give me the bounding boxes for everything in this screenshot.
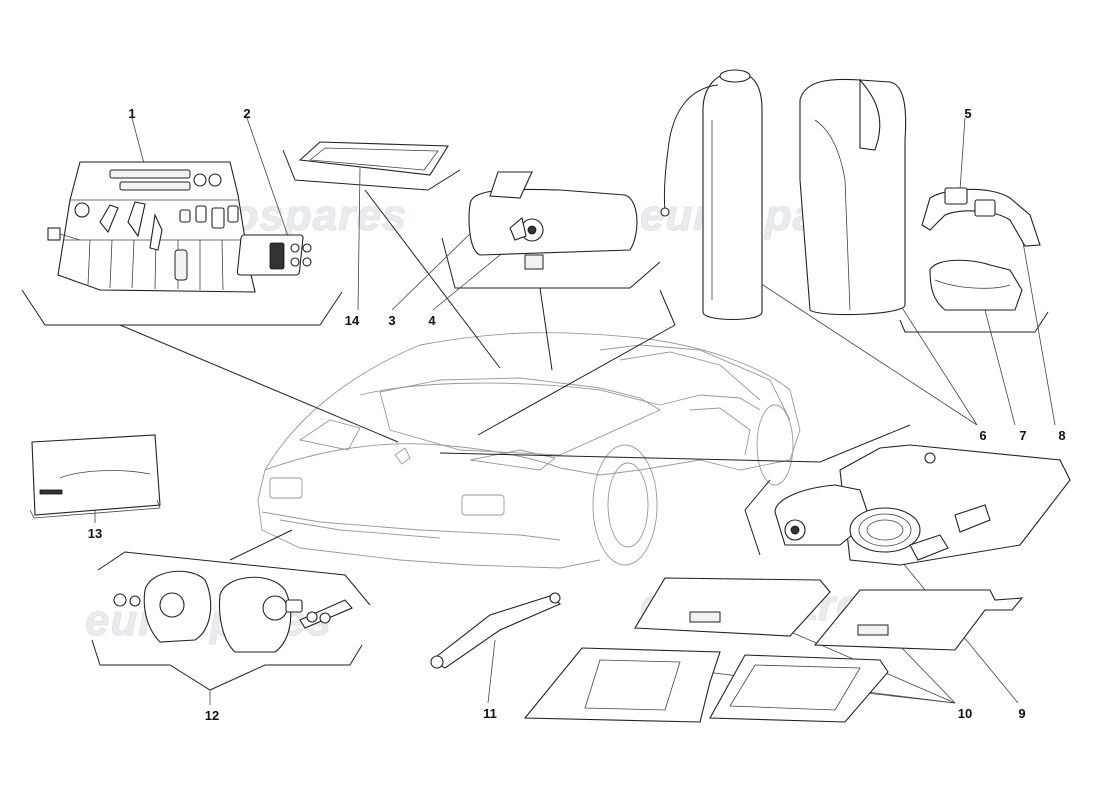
label-part-7: 7 (1019, 428, 1026, 443)
mirror-drawing (468, 171, 638, 270)
extinguisher-drawing (660, 69, 763, 320)
bracket-plate-drawing (929, 259, 1023, 311)
card-drawing (298, 141, 449, 176)
horns-drawing (113, 570, 353, 653)
strap-bracket-drawing (921, 187, 1041, 247)
part-labels: 1 2 3 4 5 6 7 8 9 10 11 12 13 14 (88, 106, 1066, 723)
label-part-1: 1 (128, 106, 135, 121)
tool-roll-drawing (47, 161, 256, 293)
label-part-13: 13 (88, 526, 102, 541)
label-part-8: 8 (1058, 428, 1065, 443)
floor-mats-drawing (523, 577, 1024, 723)
label-part-3: 3 (388, 313, 395, 328)
leader-lines (21, 117, 1056, 705)
bulb-kit-drawing (236, 234, 312, 276)
label-part-11: 11 (483, 706, 497, 721)
label-part-5: 5 (964, 106, 971, 121)
wrench-drawing (430, 592, 562, 669)
manual-drawing (29, 434, 161, 519)
label-part-4: 4 (428, 313, 436, 328)
label-part-14: 14 (345, 313, 360, 328)
label-part-10: 10 (958, 706, 972, 721)
label-part-9: 9 (1018, 706, 1025, 721)
label-part-12: 12 (205, 708, 219, 723)
label-part-6: 6 (979, 428, 986, 443)
compressor-kit-drawing (774, 444, 1071, 566)
car-outline (257, 332, 801, 569)
extinguisher-cover-drawing (799, 78, 907, 316)
label-part-2: 2 (243, 106, 250, 121)
